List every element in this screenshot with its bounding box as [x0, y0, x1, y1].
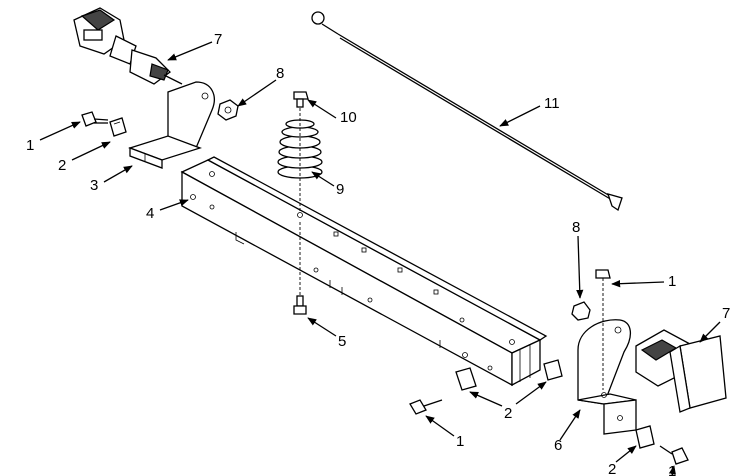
bracket-right-part-6 — [577, 319, 637, 435]
callout-5: 5 — [338, 333, 346, 350]
bolt-part-1-bottom — [409, 399, 443, 415]
hitch-connector-right-part-7 — [635, 329, 727, 413]
crossbar-part-4 — [180, 156, 548, 387]
callout-8-left: 8 — [276, 65, 284, 82]
callout-2-bottom-right: 2 — [608, 461, 616, 476]
clip-part-2-left — [109, 117, 127, 137]
callout-1-bottom: 1 — [456, 433, 464, 450]
callout-1-right: 1 — [668, 273, 676, 290]
clip-part-2-bottom-right — [635, 425, 655, 449]
bolt-part-1-bottom-right — [659, 445, 689, 465]
callout-3: 3 — [90, 177, 98, 194]
callout-9: 9 — [336, 181, 344, 198]
nut-part-8-right — [571, 301, 591, 321]
callout-6: 6 — [554, 437, 562, 454]
bolt-part-10 — [293, 91, 309, 108]
callout-11: 11 — [544, 95, 560, 112]
nut-part-8-left — [217, 99, 239, 121]
bracket-left-part-3 — [128, 81, 215, 169]
clip-part-2-right — [543, 359, 563, 381]
callout-1-left: 1 — [26, 137, 34, 154]
callout-8-right: 8 — [572, 219, 580, 236]
hitch-connector-left-part-7 — [73, 7, 183, 85]
clip-part-2-center — [455, 367, 477, 391]
callout-7-right: 7 — [722, 305, 730, 322]
bolt-part-1-left — [81, 111, 109, 127]
callout-1-bottom-right: 1 — [668, 463, 676, 476]
callout-4: 4 — [146, 205, 154, 222]
callout-2-left: 2 — [58, 157, 66, 174]
callout-10: 10 — [340, 109, 357, 126]
bolt-part-1-right-vertical — [595, 269, 611, 390]
callout-2-center: 2 — [504, 405, 512, 422]
spring-part-9 — [277, 108, 323, 212]
cable-part-11 — [311, 11, 623, 212]
callout-7-left: 7 — [214, 31, 222, 48]
bolt-part-5 — [293, 222, 307, 315]
leader-lines — [39, 41, 721, 476]
